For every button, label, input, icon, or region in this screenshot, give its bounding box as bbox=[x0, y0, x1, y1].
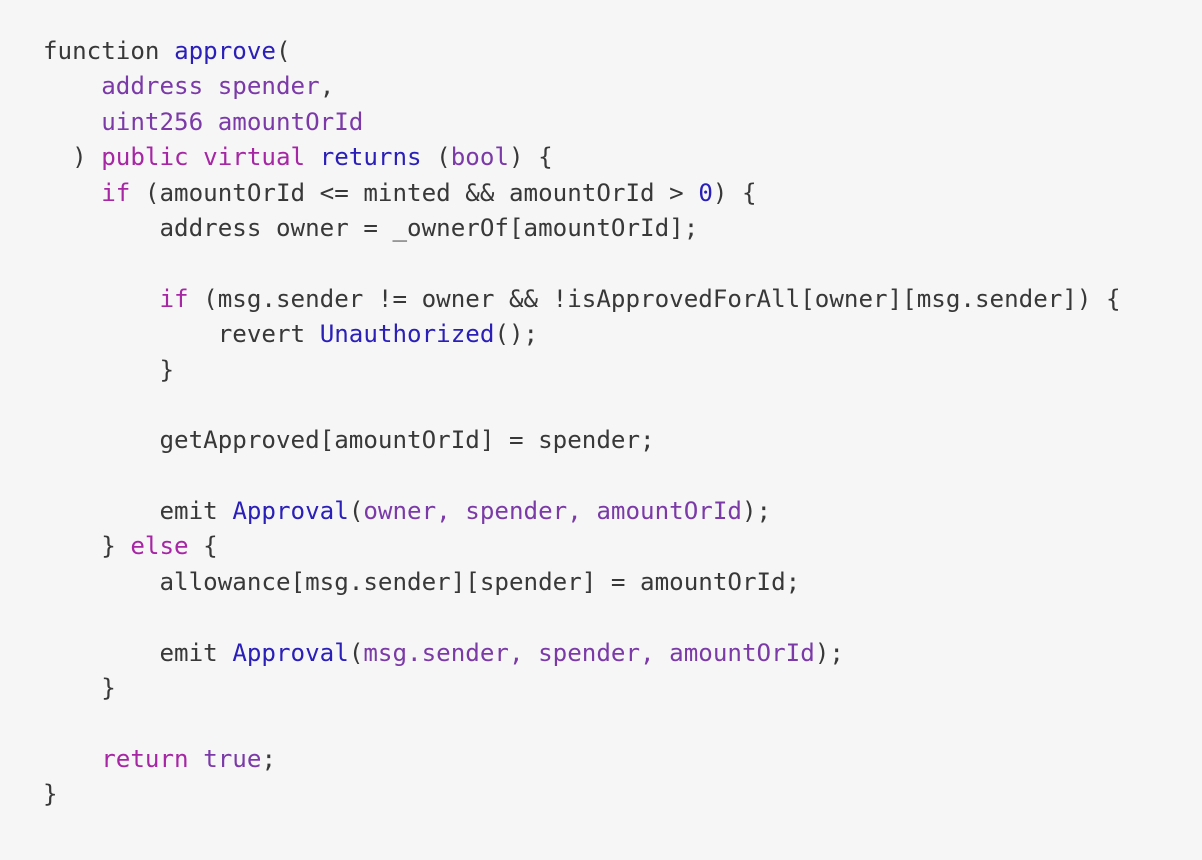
code-token: ); bbox=[814, 638, 844, 667]
code-token: } bbox=[43, 355, 175, 384]
code-line bbox=[43, 706, 1202, 741]
code-token bbox=[43, 72, 101, 100]
code-token: emit bbox=[43, 497, 233, 526]
code-line: emit Approval(msg.sender, spender, amoun… bbox=[43, 636, 1202, 671]
code-token: Unauthorized bbox=[319, 320, 495, 349]
code-token: function bbox=[43, 37, 175, 65]
code-token: uint256 amountOrId bbox=[101, 107, 364, 136]
code-token: ) { bbox=[712, 178, 757, 207]
code-token: ) bbox=[43, 143, 102, 172]
code-line bbox=[43, 459, 1202, 494]
code-token bbox=[43, 108, 101, 136]
code-token: ( bbox=[421, 143, 451, 172]
code-line: if (msg.sender != owner && !isApprovedFo… bbox=[43, 282, 1202, 317]
code-line bbox=[43, 600, 1202, 635]
code-token: owner, spender, amountOrId bbox=[363, 497, 742, 526]
code-token: (amountOrId <= minted && amountOrId > bbox=[130, 178, 699, 207]
code-token bbox=[305, 143, 320, 171]
code-line: allowance[msg.sender][spender] = amountO… bbox=[43, 565, 1202, 600]
code-token: } bbox=[43, 780, 58, 809]
code-line: ) public virtual returns (bool) { bbox=[43, 140, 1202, 175]
code-line: } bbox=[43, 777, 1202, 812]
code-token: { bbox=[188, 532, 218, 561]
code-token: if bbox=[101, 178, 131, 207]
code-line: uint256 amountOrId bbox=[43, 105, 1202, 140]
code-line: address spender, bbox=[43, 69, 1202, 104]
code-token: return bbox=[101, 744, 189, 773]
code-token: ( bbox=[348, 638, 364, 667]
code-token: allowance[msg.sender][spender] = amountO… bbox=[43, 567, 801, 596]
code-token: returns bbox=[319, 143, 422, 172]
code-token bbox=[43, 285, 160, 313]
code-token: ( bbox=[348, 497, 364, 526]
code-line bbox=[43, 246, 1202, 281]
code-token: (); bbox=[494, 320, 539, 349]
code-token: } bbox=[43, 532, 131, 561]
code-token: , bbox=[319, 72, 335, 101]
code-token: address spender bbox=[101, 72, 320, 101]
code-token: public virtual bbox=[101, 143, 306, 172]
code-token: address owner = _ownerOf[amountOrId]; bbox=[43, 213, 699, 242]
code-line: revert Unauthorized(); bbox=[43, 317, 1202, 352]
code-token: emit bbox=[43, 638, 233, 667]
code-token: approve bbox=[174, 37, 276, 65]
code-line: } bbox=[43, 671, 1202, 706]
code-token bbox=[43, 745, 101, 773]
code-token: ); bbox=[742, 497, 772, 526]
code-token: else bbox=[130, 532, 189, 561]
code-token bbox=[43, 179, 101, 207]
code-token: ( bbox=[276, 37, 291, 65]
code-token: if bbox=[159, 284, 189, 313]
code-token: 0 bbox=[698, 178, 713, 207]
code-token: ; bbox=[261, 744, 276, 773]
code-token: getApproved[amountOrId] = spender; bbox=[43, 426, 655, 455]
code-line: return true; bbox=[43, 742, 1202, 777]
code-token: } bbox=[43, 674, 116, 703]
code-line: if (amountOrId <= minted && amountOrId >… bbox=[43, 176, 1202, 211]
code-line: } bbox=[43, 353, 1202, 388]
code-token: revert bbox=[43, 320, 320, 349]
code-token: bool bbox=[450, 143, 509, 172]
code-token: true bbox=[203, 744, 262, 773]
code-token: ) { bbox=[509, 143, 553, 172]
code-line: getApproved[amountOrId] = spender; bbox=[43, 423, 1202, 458]
code-line: function approve( bbox=[43, 34, 1202, 69]
code-line: emit Approval(owner, spender, amountOrId… bbox=[43, 494, 1202, 529]
code-line: address owner = _ownerOf[amountOrId]; bbox=[43, 211, 1202, 246]
code-token: Approval bbox=[232, 497, 349, 526]
code-token: msg.sender, spender, amountOrId bbox=[363, 638, 815, 667]
code-line bbox=[43, 388, 1202, 423]
code-line: } else { bbox=[43, 529, 1202, 564]
code-token bbox=[189, 745, 204, 773]
code-token: Approval bbox=[232, 638, 349, 667]
code-token: (msg.sender != owner && !isApprovedForAl… bbox=[188, 284, 1121, 313]
